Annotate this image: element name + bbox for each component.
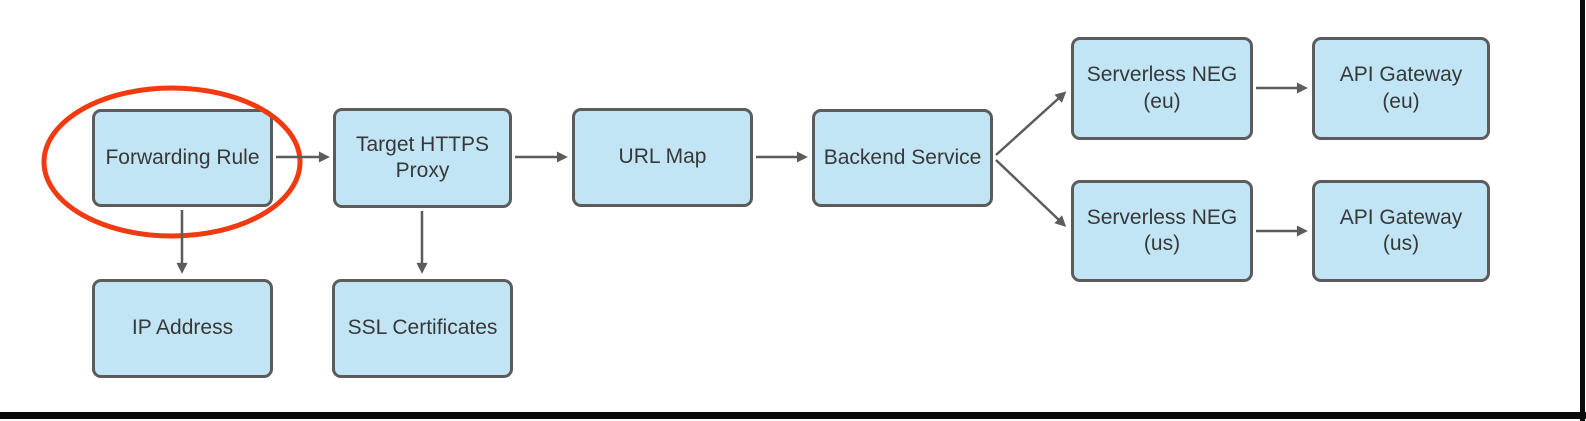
node-api-gateway-us-label: API Gateway (us) (1339, 205, 1463, 255)
node-ssl-certificates-label: SSL Certificates (347, 316, 498, 340)
node-api-gateway-us: API Gateway (us) (1312, 180, 1490, 282)
node-ssl-certificates: SSL Certificates (332, 279, 513, 378)
node-serverless-neg-eu: Serverless NEG (eu) (1071, 37, 1253, 140)
right-rule-line (1580, 0, 1585, 421)
node-api-gateway-eu-label: API Gateway (eu) (1339, 63, 1463, 113)
node-api-gateway-eu: API Gateway (eu) (1312, 37, 1490, 140)
node-ip-address-label: IP Address (131, 316, 234, 340)
node-serverless-neg-eu-label: Serverless NEG (eu) (1086, 63, 1238, 113)
node-target-https-proxy-label: Target HTTPS Proxy (355, 132, 490, 182)
node-url-map: URL Map (572, 108, 753, 207)
node-ip-address: IP Address (92, 279, 273, 378)
edge-backend-service-to-serverless-neg-eu (995, 91, 1067, 156)
node-target-https-proxy: Target HTTPS Proxy (333, 108, 512, 208)
edge-backend-service-to-serverless-neg-us (995, 159, 1067, 227)
bottom-rule-line (0, 412, 1586, 419)
node-forwarding-rule: Forwarding Rule (92, 109, 273, 207)
node-forwarding-rule-label: Forwarding Rule (105, 145, 260, 169)
node-url-map-label: URL Map (618, 145, 707, 169)
node-backend-service-label: Backend Service (823, 145, 982, 169)
node-serverless-neg-us: Serverless NEG (us) (1071, 180, 1253, 282)
node-serverless-neg-us-label: Serverless NEG (us) (1086, 205, 1238, 255)
node-backend-service: Backend Service (812, 109, 993, 207)
